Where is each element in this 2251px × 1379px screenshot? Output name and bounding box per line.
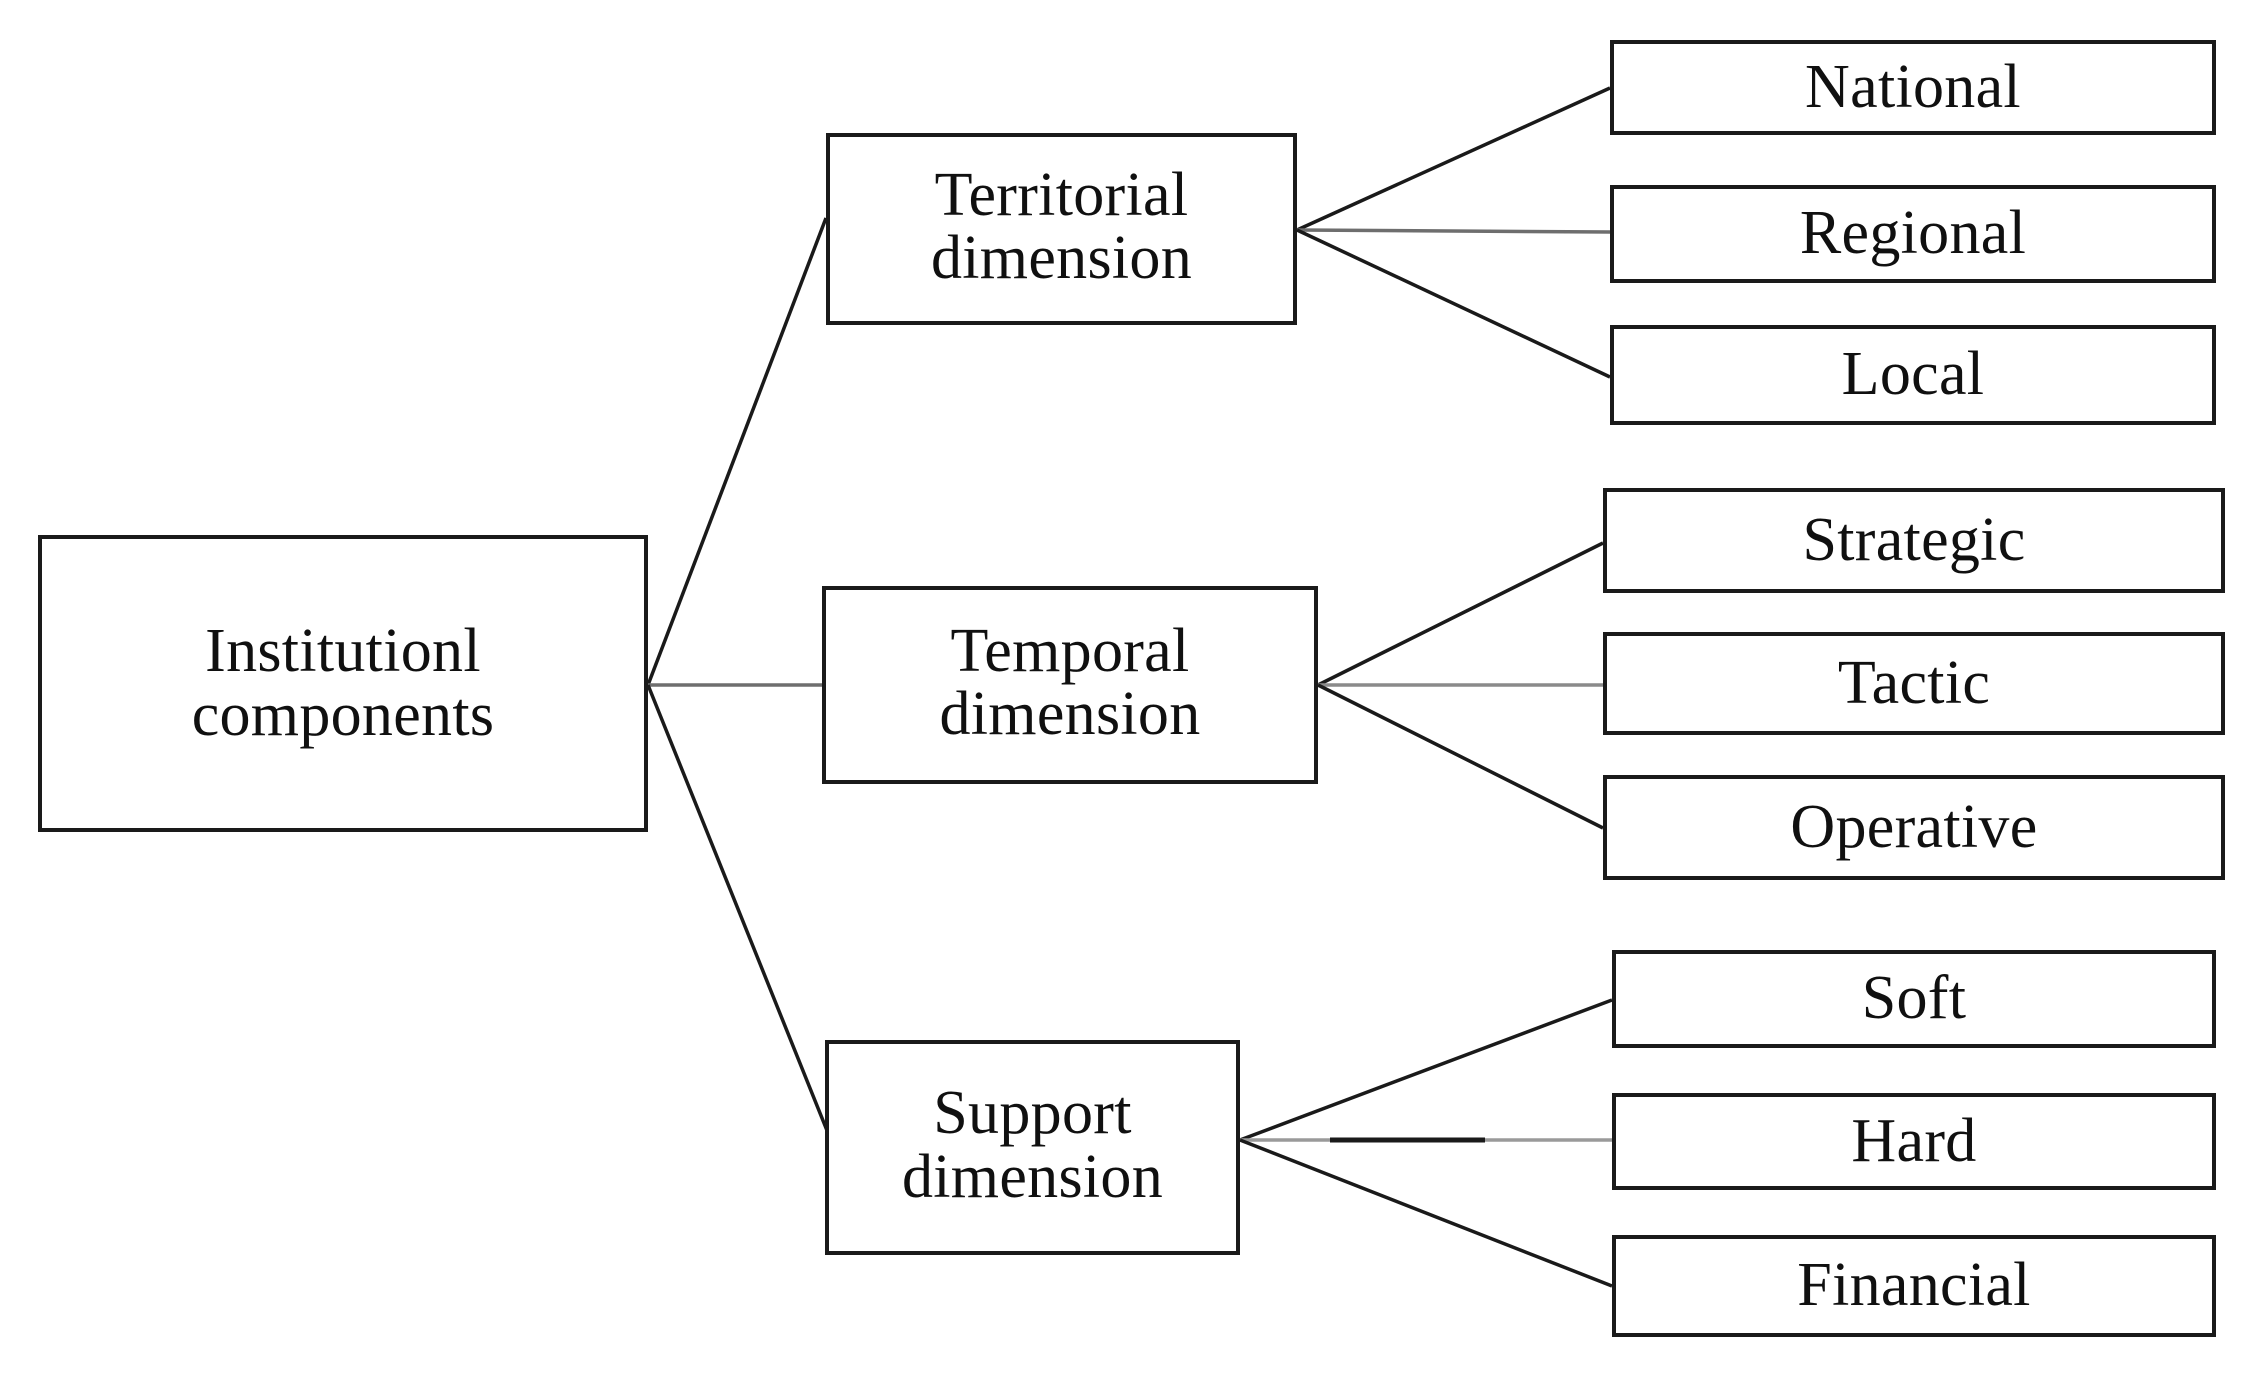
- edge-root-to-support: [646, 684, 830, 1134]
- node-hard-label: Hard: [1851, 1106, 1977, 1175]
- node-local-label: Local: [1841, 340, 1985, 409]
- node-national[interactable]: National: [1610, 40, 2216, 135]
- node-root[interactable]: Institutionl components: [38, 535, 648, 832]
- node-financial[interactable]: Financial: [1612, 1235, 2216, 1337]
- edge-support-to-soft: [1239, 998, 1613, 1142]
- node-tactic[interactable]: Tactic: [1603, 632, 2225, 735]
- node-territorial-dimension[interactable]: Territorial dimension: [826, 133, 1297, 325]
- node-regional[interactable]: Regional: [1610, 185, 2216, 283]
- node-operative-label: Operative: [1790, 792, 2038, 861]
- edge-temporal-to-strategic: [1317, 541, 1604, 687]
- node-strategic[interactable]: Strategic: [1603, 488, 2225, 593]
- edge-territorial-to-local: [1296, 228, 1611, 379]
- edge-territorial-to-national: [1296, 86, 1611, 232]
- node-tactic-label: Tactic: [1837, 648, 1991, 717]
- node-operative[interactable]: Operative: [1603, 775, 2225, 880]
- node-soft[interactable]: Soft: [1612, 950, 2216, 1048]
- node-soft-label: Soft: [1861, 964, 1967, 1033]
- node-financial-label: Financial: [1797, 1251, 2031, 1320]
- node-strategic-label: Strategic: [1802, 505, 2026, 574]
- node-support-dimension[interactable]: Support dimension: [825, 1040, 1240, 1255]
- node-territorial-dimension-label: Territorial dimension: [930, 160, 1193, 292]
- node-support-dimension-label: Support dimension: [901, 1079, 1164, 1211]
- node-hard[interactable]: Hard: [1612, 1093, 2216, 1190]
- node-local[interactable]: Local: [1610, 325, 2216, 425]
- node-regional-label: Regional: [1799, 199, 2027, 268]
- edge-territorial-to-regional: [1296, 228, 1611, 234]
- node-temporal-dimension-label: Temporal dimension: [939, 616, 1201, 748]
- edge-temporal-to-operative: [1317, 683, 1604, 830]
- edge-support-to-financial: [1239, 1138, 1613, 1288]
- node-national-label: National: [1805, 52, 2021, 121]
- node-root-label: Institutionl components: [191, 617, 495, 749]
- node-temporal-dimension[interactable]: Temporal dimension: [822, 586, 1318, 784]
- edge-root-to-territorial: [646, 217, 828, 686]
